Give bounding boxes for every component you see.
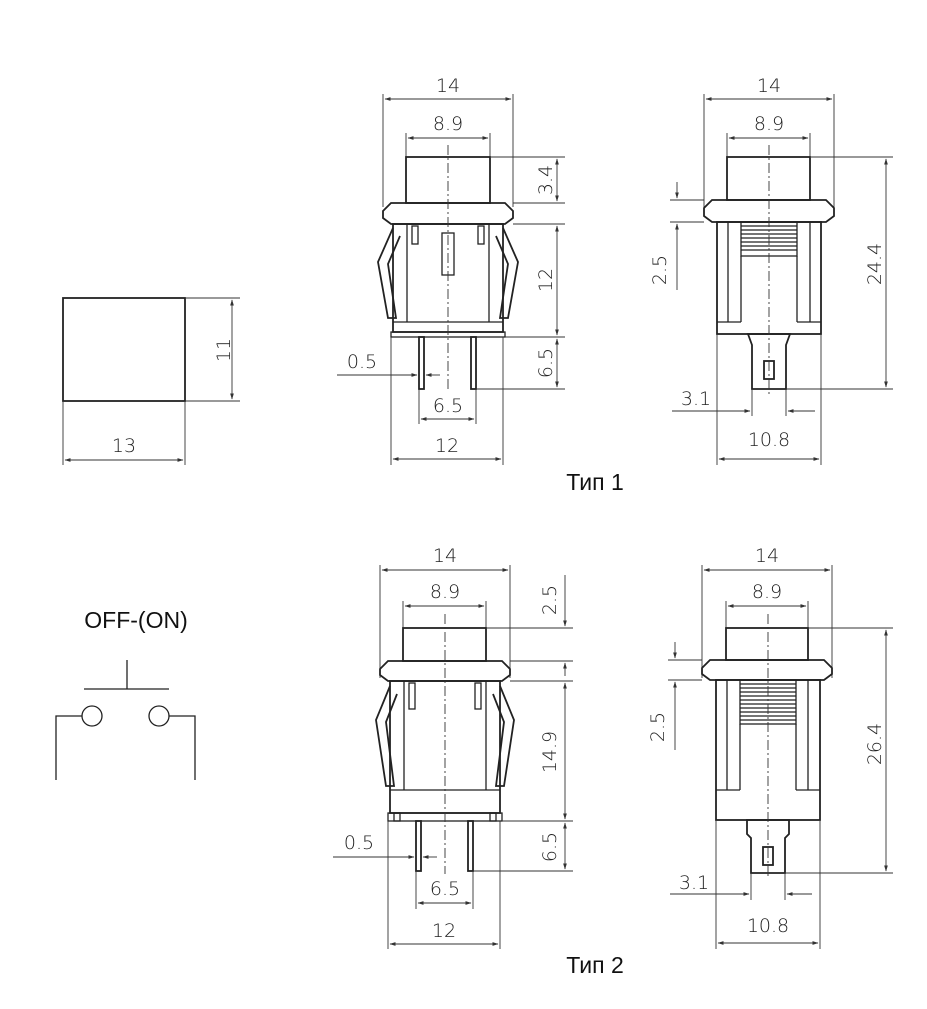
t1s-tab-label: 3.1 — [681, 388, 711, 410]
type2-label: Тип 2 — [566, 952, 624, 978]
t2s-base-label: 10.8 — [747, 915, 789, 937]
cap-outline — [62, 297, 186, 402]
t1s-button-label: 8.9 — [754, 113, 784, 135]
t1f-pin-left — [418, 336, 425, 390]
t1s-flange — [703, 199, 835, 223]
t2f-pin-w-label: 0.5 — [344, 832, 374, 854]
switch-schematic: OFF-(ON) — [55, 607, 196, 780]
t2s-button — [725, 627, 809, 661]
t2f-width-label: 14 — [433, 545, 457, 567]
t2f-body-h-label: 14.9 — [539, 731, 561, 773]
t2s-width-label: 14 — [755, 545, 779, 567]
t1f-pin-right — [470, 336, 477, 390]
t1f-pin-w-label: 0.5 — [347, 351, 377, 373]
t2f-button-h-label: 2.5 — [539, 585, 561, 615]
t2f-flange — [379, 660, 511, 682]
t1s-flange-label: 2.5 — [649, 255, 671, 285]
t2s-total-label: 26.4 — [864, 723, 886, 765]
t2f-pin-left — [415, 820, 422, 872]
t1f-body-h-label: 12 — [535, 268, 557, 292]
t2s-flange — [701, 659, 833, 681]
t2f-pin-h-label: 6.5 — [539, 832, 561, 862]
t2s-tab-label: 3.1 — [679, 872, 709, 894]
t1s-width-label: 14 — [757, 75, 781, 97]
cap-width-label: 13 — [112, 435, 136, 457]
t1s-button — [726, 156, 811, 201]
type2-front-view: 14 8.9 2.5 14.9 6.5 — [333, 545, 573, 949]
t2s-flange-label: 2.5 — [647, 712, 669, 742]
t1s-base-label: 10.8 — [748, 429, 790, 451]
t1f-button-h-label: 3.4 — [535, 165, 557, 195]
cap-view: 11 13 — [62, 297, 240, 465]
t1s-total-label: 24.4 — [864, 243, 886, 285]
t2f-button-label: 8.9 — [430, 581, 460, 603]
t2s-button-label: 8.9 — [752, 581, 782, 603]
t1f-button-label: 8.9 — [433, 113, 463, 135]
t2f-button — [402, 627, 487, 662]
t1f-base-label: 12 — [435, 435, 459, 457]
type1-side-view: 14 8.9 2.5 24.4 — [649, 75, 893, 465]
t2f-pin-right — [467, 820, 474, 872]
cap-height-label: 11 — [213, 338, 235, 362]
type1-label: Тип 1 — [566, 469, 624, 495]
t2f-pitch-label: 6.5 — [430, 878, 460, 900]
t1f-pin-h-label: 6.5 — [535, 348, 557, 378]
type2-side-view: 14 8.9 2.5 26.4 — [647, 545, 893, 949]
t1f-flange — [382, 202, 514, 225]
t1f-width-label: 14 — [436, 75, 460, 97]
t2f-base-label: 12 — [432, 920, 456, 942]
schematic-label: OFF-(ON) — [84, 607, 187, 633]
type1-front-view: 14 8.9 3.4 12 — [337, 75, 565, 465]
t1f-pitch-label: 6.5 — [433, 395, 463, 417]
